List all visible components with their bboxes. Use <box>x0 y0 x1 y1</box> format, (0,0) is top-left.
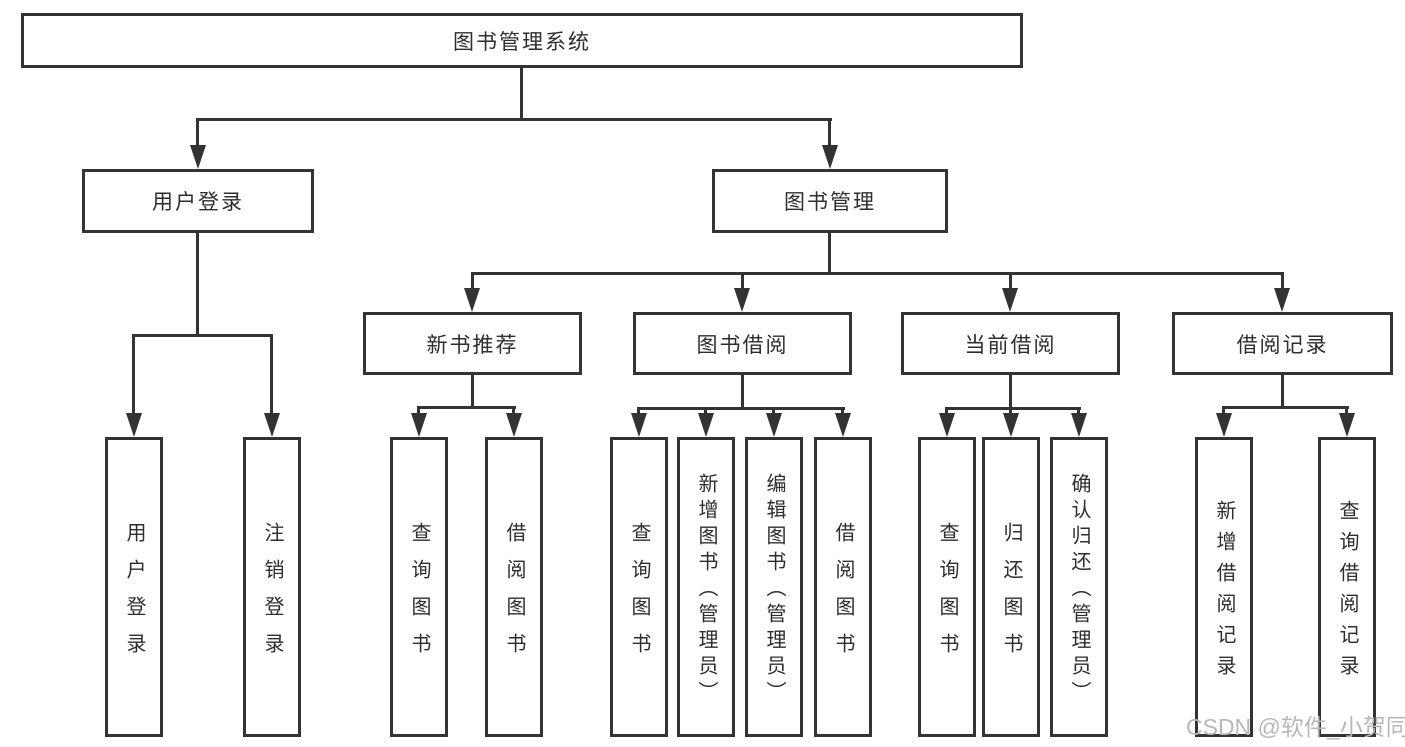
leaf-edit-books-admin: 编辑图书（管理员） <box>745 437 803 737</box>
leaf-add-books-admin: 新增图书（管理员） <box>677 437 735 737</box>
connector-line <box>471 272 474 290</box>
node-new-book-recommend: 新书推荐 <box>363 312 582 375</box>
leaf-query-borrow-record: 查询借阅记录 <box>1318 437 1376 737</box>
connector-line <box>1077 407 1080 417</box>
connector-line <box>196 233 199 334</box>
connector-line <box>828 233 831 272</box>
leaf-add-borrow-record: 新增借阅记录 <box>1195 437 1253 737</box>
connector-line <box>1009 407 1012 417</box>
node-label: 确认归还（管理员） <box>1068 473 1090 707</box>
node-label: 新增图书（管理员） <box>695 473 717 707</box>
arrowhead-icon <box>411 413 427 437</box>
connector-line <box>1009 375 1012 407</box>
connector-line <box>1009 272 1012 290</box>
node-label: 查询借阅记录 <box>1336 499 1358 686</box>
connector-line <box>637 407 845 410</box>
arrowhead-icon <box>1339 413 1355 437</box>
arrowhead-icon <box>464 288 480 312</box>
node-label: 图书借阅 <box>696 333 789 357</box>
node-label: 图书管理 <box>784 191 876 214</box>
connector-line <box>270 334 273 416</box>
arrowhead-icon <box>126 413 142 437</box>
node-label: 当前借阅 <box>964 333 1057 357</box>
arrowhead-icon <box>822 145 838 169</box>
arrowhead-icon <box>1003 413 1019 437</box>
node-book-management: 图书管理 <box>712 169 948 233</box>
connector-line <box>1281 272 1284 290</box>
arrowhead-icon <box>1002 288 1018 312</box>
connector-line <box>841 407 844 417</box>
node-user-login: 用户登录 <box>82 169 314 233</box>
connector-line <box>471 272 1284 275</box>
connector-line <box>196 118 832 121</box>
leaf-logout: 注销登录 <box>243 437 301 737</box>
node-label: 归还图书 <box>1000 521 1022 670</box>
node-label: 查询图书 <box>408 521 430 670</box>
leaf-borrow-books: 借阅图书 <box>814 437 872 737</box>
leaf-query-books-borrowing: 查询图书 <box>610 437 668 737</box>
arrowhead-icon <box>631 413 647 437</box>
connector-line <box>945 407 948 417</box>
connector-line <box>1222 406 1225 417</box>
connector-line <box>741 375 744 407</box>
connector-line <box>417 406 420 417</box>
connector-line <box>520 68 523 118</box>
node-label: 编辑图书（管理员） <box>763 473 785 707</box>
arrowhead-icon <box>1274 288 1290 312</box>
node-borrowing-records: 借阅记录 <box>1172 312 1393 375</box>
arrowhead-icon <box>1071 413 1087 437</box>
node-book-borrowing: 图书借阅 <box>633 312 852 375</box>
arrowhead-icon <box>698 413 714 437</box>
arrowhead-icon <box>1216 413 1232 437</box>
arrowhead-icon <box>766 413 782 437</box>
node-label: 注销登录 <box>261 521 283 670</box>
node-label: 借阅图书 <box>503 521 525 670</box>
leaf-query-books-current: 查询图书 <box>918 437 976 737</box>
connector-line <box>1222 406 1349 409</box>
arrowhead-icon <box>506 413 522 437</box>
arrowhead-icon <box>835 413 851 437</box>
connector-line <box>132 334 273 337</box>
node-label: 查询图书 <box>628 521 650 670</box>
leaf-user-login: 用户登录 <box>105 437 163 737</box>
connector-line <box>512 406 515 417</box>
arrowhead-icon <box>939 413 955 437</box>
connector-line <box>196 118 199 148</box>
node-label: 用户登录 <box>123 521 145 670</box>
node-label: 用户登录 <box>152 191 244 214</box>
connector-line <box>1345 406 1348 417</box>
node-label: 查询图书 <box>936 521 958 670</box>
node-current-borrowing: 当前借阅 <box>901 312 1120 375</box>
connector-line <box>704 407 707 417</box>
node-root: 图书管理系统 <box>21 13 1023 68</box>
leaf-query-books-recommend: 查询图书 <box>390 437 448 737</box>
arrowhead-icon <box>264 413 280 437</box>
connector-line <box>741 272 744 290</box>
leaf-confirm-return-admin: 确认归还（管理员） <box>1050 437 1108 737</box>
node-label: 借阅记录 <box>1236 333 1329 357</box>
connector-line <box>945 407 1081 410</box>
node-label: 新书推荐 <box>426 333 519 357</box>
connector-line <box>828 118 831 148</box>
arrowhead-icon <box>190 145 206 169</box>
connector-line <box>471 375 474 406</box>
connector-line <box>637 407 640 417</box>
leaf-borrow-books-recommend: 借阅图书 <box>485 437 543 737</box>
node-label: 借阅图书 <box>832 521 854 670</box>
watermark: CSDN @软件_小贺同学 <box>1186 714 1405 740</box>
node-label: 图书管理系统 <box>453 30 591 54</box>
connector-line <box>417 406 516 409</box>
connector-line <box>132 334 135 416</box>
node-label: 新增借阅记录 <box>1213 499 1235 686</box>
leaf-return-books: 归还图书 <box>982 437 1040 737</box>
connector-line <box>1281 375 1284 406</box>
connector-line <box>772 407 775 417</box>
arrowhead-icon <box>734 288 750 312</box>
